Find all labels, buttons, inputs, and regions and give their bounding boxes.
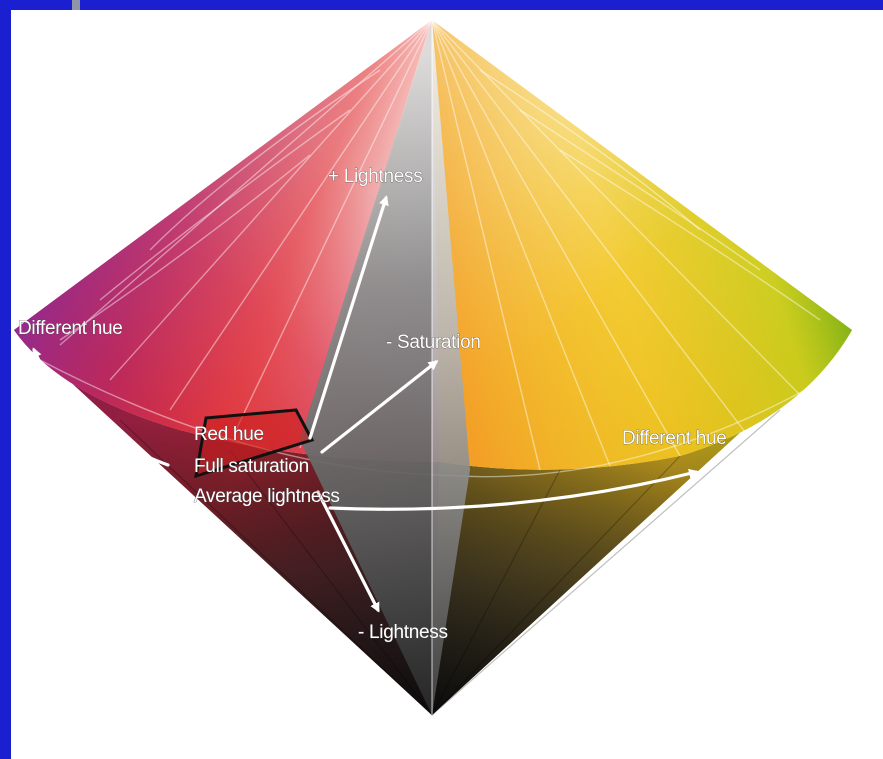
- red-hue-patch-outline: [194, 408, 315, 479]
- label-full-saturation: Full saturation: [194, 456, 309, 477]
- label-saturation-minus: - Saturation: [386, 332, 481, 353]
- arrow-saturation-down: [320, 360, 439, 454]
- arrow-lightness-up: [308, 195, 389, 440]
- diagram-labels: + Lightness - Saturation Different hue D…: [18, 166, 727, 644]
- label-different-hue-left: Different hue: [18, 318, 123, 339]
- label-red-hue: Red hue: [194, 424, 264, 445]
- arrow-hue-left: [32, 347, 170, 467]
- slide-top-accent: [72, 0, 80, 10]
- arrow-hue-right: [328, 468, 699, 511]
- arrow-lightness-down: [316, 490, 380, 613]
- upper-cone: [14, 20, 852, 470]
- label-different-hue-right: Different hue: [622, 428, 727, 449]
- slide-top-border: [0, 0, 883, 10]
- lower-grid: [119, 409, 781, 716]
- slide-left-border: [0, 0, 11, 759]
- arrows: [32, 195, 699, 613]
- label-average-lightness: Average lightness: [194, 486, 340, 507]
- label-lightness-plus: + Lightness: [328, 166, 422, 187]
- label-lightness-minus: - Lightness: [358, 622, 448, 643]
